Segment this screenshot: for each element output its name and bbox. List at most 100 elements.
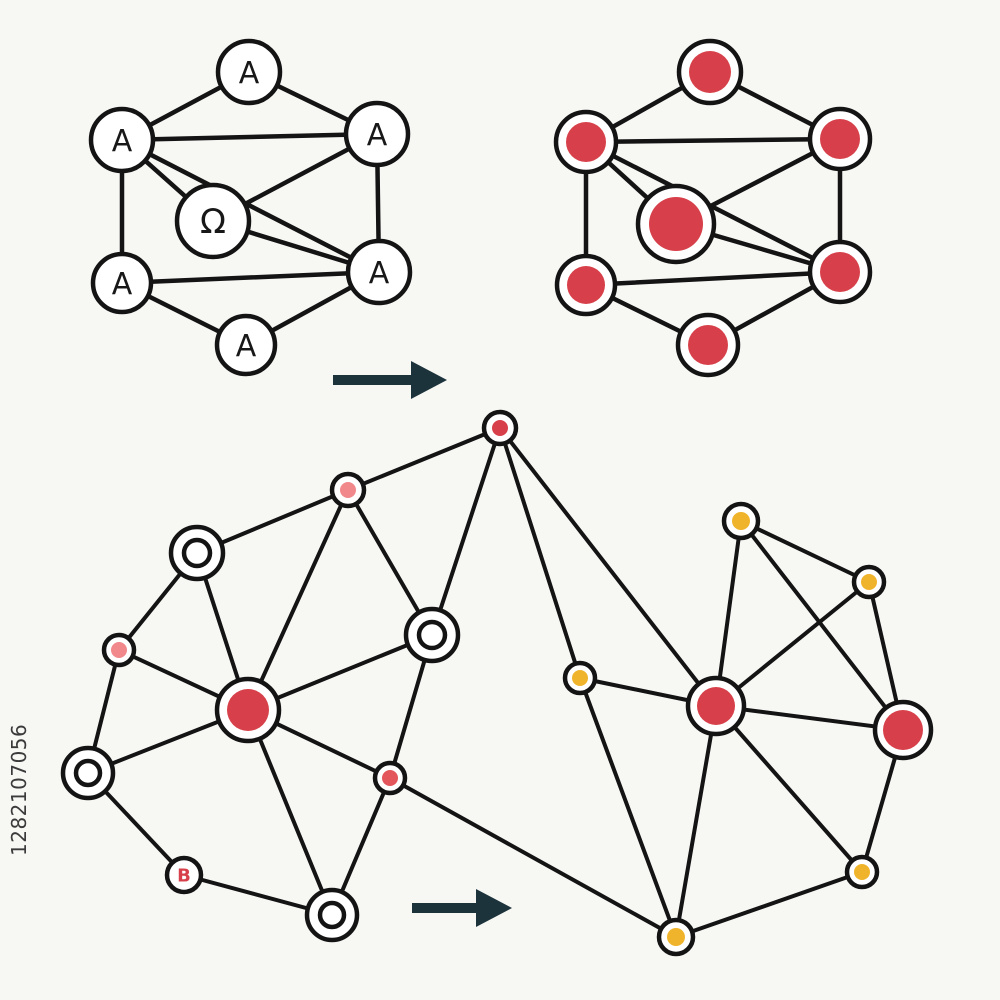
graph-node-c: Ω bbox=[174, 182, 252, 260]
node-label: B bbox=[177, 865, 191, 886]
node-fill-dot bbox=[689, 51, 731, 93]
graph-node-n14 bbox=[685, 675, 747, 737]
graph-node-t: A bbox=[215, 38, 283, 106]
node-fill-dot bbox=[227, 689, 269, 731]
graph-node-b: A bbox=[214, 313, 278, 377]
graph-node-n13 bbox=[562, 660, 598, 696]
node-outline bbox=[174, 182, 252, 260]
node-fill-dot bbox=[697, 687, 735, 725]
node-fill-dot bbox=[382, 770, 398, 786]
node-label: A bbox=[112, 267, 133, 302]
graph-node-n16 bbox=[844, 854, 880, 890]
graph-node-n7 bbox=[60, 745, 116, 801]
graph-edge bbox=[714, 580, 871, 708]
node-fill-dot bbox=[820, 119, 860, 159]
node-outline bbox=[343, 100, 411, 168]
graph-node-n1 bbox=[481, 409, 519, 447]
graph-edge bbox=[346, 426, 502, 492]
graph-node-rl bbox=[807, 239, 873, 305]
graph-node-n15 bbox=[872, 699, 934, 761]
graph-edge bbox=[246, 488, 350, 712]
right-arrow-icon bbox=[412, 889, 512, 927]
graph-node-t bbox=[676, 38, 744, 106]
node-label: A bbox=[236, 329, 257, 364]
node-fill-dot bbox=[649, 197, 703, 251]
node-fill-dot bbox=[688, 325, 728, 365]
graph-node-b bbox=[675, 312, 741, 378]
node-inner-ring bbox=[73, 758, 103, 788]
graph-edge bbox=[583, 136, 843, 145]
graph-edge bbox=[674, 704, 718, 939]
graph-edge bbox=[714, 519, 743, 708]
node-label: A bbox=[369, 256, 390, 291]
graph-edge bbox=[674, 870, 864, 939]
node-inner-ring bbox=[416, 619, 448, 651]
arrow-head bbox=[411, 361, 447, 399]
graph-edge bbox=[714, 704, 905, 732]
node-fill-dot bbox=[340, 482, 356, 498]
node-outline bbox=[345, 238, 413, 306]
graph-edge bbox=[119, 137, 382, 275]
graph-node-lu: A bbox=[88, 106, 156, 174]
node-outline bbox=[90, 251, 154, 315]
node-outline bbox=[215, 38, 283, 106]
right-arrow-icon bbox=[333, 361, 447, 399]
merged-network: B bbox=[60, 409, 934, 957]
graph-edge bbox=[739, 519, 905, 732]
graph-node-n9: B bbox=[164, 855, 204, 895]
node-fill-dot bbox=[566, 122, 606, 162]
graph-node-n8 bbox=[372, 760, 408, 796]
graph-node-ll bbox=[554, 253, 618, 317]
graph-node-ru: A bbox=[343, 100, 411, 168]
red-network bbox=[553, 38, 873, 378]
watermark-id: 1282107056 bbox=[7, 723, 31, 856]
graph-node-ll: A bbox=[90, 251, 154, 315]
graph-edge bbox=[119, 131, 380, 143]
graph-node-n11 bbox=[721, 501, 761, 541]
node-label: A bbox=[112, 124, 133, 159]
node-outline bbox=[214, 313, 278, 377]
graph-node-n17 bbox=[656, 917, 696, 957]
graph-node-n2 bbox=[329, 471, 367, 509]
node-fill-dot bbox=[567, 266, 605, 304]
graph-node-rl: A bbox=[345, 238, 413, 306]
node-fill-dot bbox=[111, 642, 127, 658]
graph-node-c bbox=[635, 183, 717, 265]
node-fill-dot bbox=[572, 670, 588, 686]
labeled-network: A A A Ω A A A bbox=[88, 38, 413, 377]
node-fill-dot bbox=[732, 512, 750, 530]
graph-node-lu bbox=[553, 109, 619, 175]
node-inner-ring bbox=[181, 537, 213, 569]
graph-edge bbox=[119, 269, 382, 286]
graph-edge bbox=[714, 704, 864, 874]
node-fill-dot bbox=[883, 710, 923, 750]
graph-edge bbox=[430, 426, 502, 637]
graph-edge bbox=[739, 519, 871, 584]
node-inner-ring bbox=[317, 900, 347, 930]
node-outline bbox=[164, 855, 204, 895]
graph-node-n3 bbox=[168, 524, 226, 582]
graph-edge bbox=[498, 426, 718, 708]
graph-edge bbox=[583, 269, 843, 288]
graph-node-n4 bbox=[101, 632, 137, 668]
graph-node-n12 bbox=[851, 564, 887, 600]
node-fill-dot bbox=[820, 252, 860, 292]
graph-node-n10 bbox=[304, 887, 360, 943]
graph-node-n6 bbox=[214, 676, 282, 744]
node-fill-dot bbox=[492, 420, 508, 436]
arrow-head bbox=[476, 889, 512, 927]
node-fill-dot bbox=[667, 928, 685, 946]
node-label: A bbox=[239, 56, 260, 91]
graph-edge bbox=[246, 708, 334, 917]
graph-node-n5 bbox=[403, 606, 461, 664]
node-outline bbox=[88, 106, 156, 174]
node-fill-dot bbox=[861, 574, 877, 590]
graph-edge bbox=[578, 676, 678, 939]
node-label: Ω bbox=[200, 202, 226, 242]
graph-node-ru bbox=[807, 106, 873, 172]
graph-edge bbox=[388, 776, 678, 939]
node-label: A bbox=[367, 118, 388, 153]
node-fill-dot bbox=[854, 864, 870, 880]
